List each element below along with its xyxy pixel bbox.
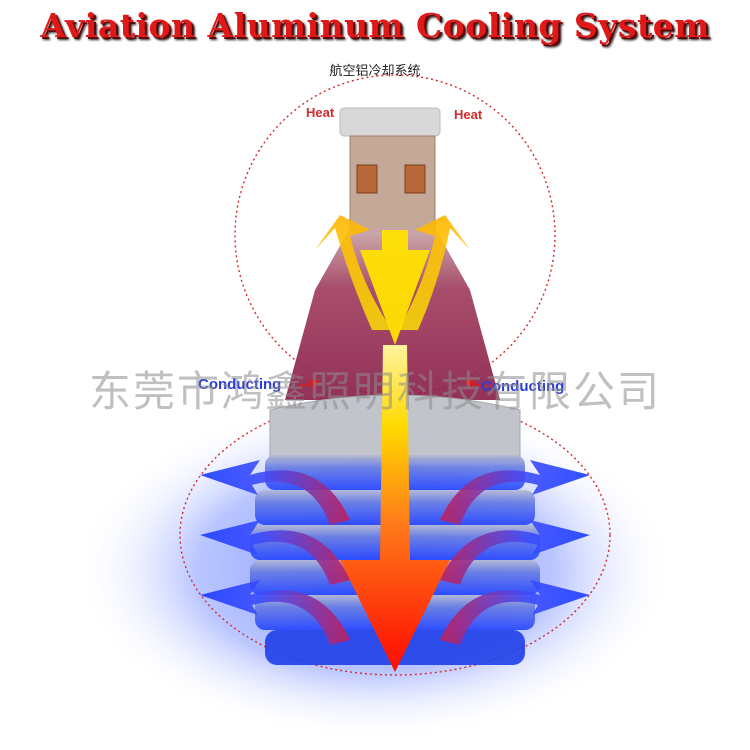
cooling-arrows-left	[200, 460, 350, 645]
conducting-arrow-left	[299, 379, 320, 388]
cooling-arrows-right	[440, 460, 590, 645]
conducting-label-right: Conducting	[481, 378, 564, 395]
conducting-arrow-right	[464, 379, 485, 388]
heat-arrow-right	[398, 215, 470, 330]
conducting-label-left: Conducting	[198, 376, 281, 393]
company-watermark: 东莞市鸿鑫照明科技有限公司	[88, 367, 661, 416]
bulb-cap	[339, 107, 441, 137]
diagram-title: Aviation Aluminum Cooling System	[40, 6, 710, 45]
heat-label-right: Heat	[454, 107, 483, 122]
heat-label-left: Heat	[306, 105, 335, 120]
heat-flow-arrow-down	[360, 230, 430, 345]
led-chip-left	[356, 164, 378, 194]
led-chip-right	[404, 164, 426, 194]
heat-arrow-left	[315, 215, 392, 330]
heat-flow-arrow-main	[340, 345, 450, 672]
